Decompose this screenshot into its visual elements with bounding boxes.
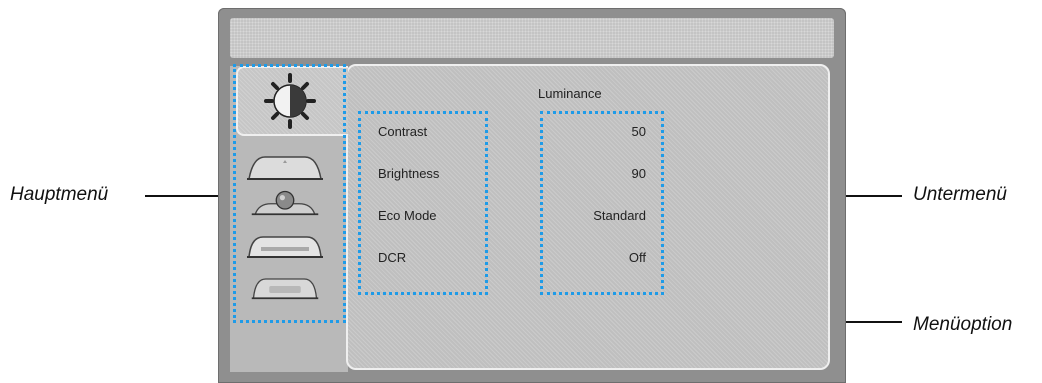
option-label-eco-mode[interactable]: Eco Mode <box>378 208 437 223</box>
image-setup-icon[interactable] <box>245 153 325 181</box>
callout-main-menu: Hauptmenü <box>10 184 109 205</box>
section-title: Luminance <box>538 86 602 101</box>
option-label-dcr[interactable]: DCR <box>378 250 407 265</box>
option-value-contrast[interactable]: 50 <box>631 124 646 139</box>
option-value-eco-mode[interactable]: Standard <box>593 208 646 223</box>
color-temp-icon[interactable] <box>245 188 325 216</box>
callout-menu-option: Menüoption <box>913 314 1013 335</box>
option-value-brightness[interactable]: 90 <box>631 166 646 181</box>
callout-sub-menu: Untermenü <box>913 184 1007 205</box>
osd-setup-icon[interactable] <box>245 231 325 259</box>
option-value-dcr: Off <box>628 250 646 265</box>
option-label-brightness[interactable]: Brightness <box>378 166 440 181</box>
tab-luminance[interactable] <box>236 66 348 136</box>
brightness-sun-icon <box>264 73 316 129</box>
extra-icon[interactable] <box>245 272 325 300</box>
highlight-sub-menu <box>540 111 664 295</box>
leader-line-main-menu <box>145 195 237 197</box>
osd-content-panel: Luminance <box>346 64 830 370</box>
highlight-menu-options <box>358 111 488 295</box>
option-label-contrast[interactable]: Contrast <box>378 124 428 139</box>
highlight-main-menu <box>233 64 346 323</box>
osd-title-bar <box>230 18 834 58</box>
